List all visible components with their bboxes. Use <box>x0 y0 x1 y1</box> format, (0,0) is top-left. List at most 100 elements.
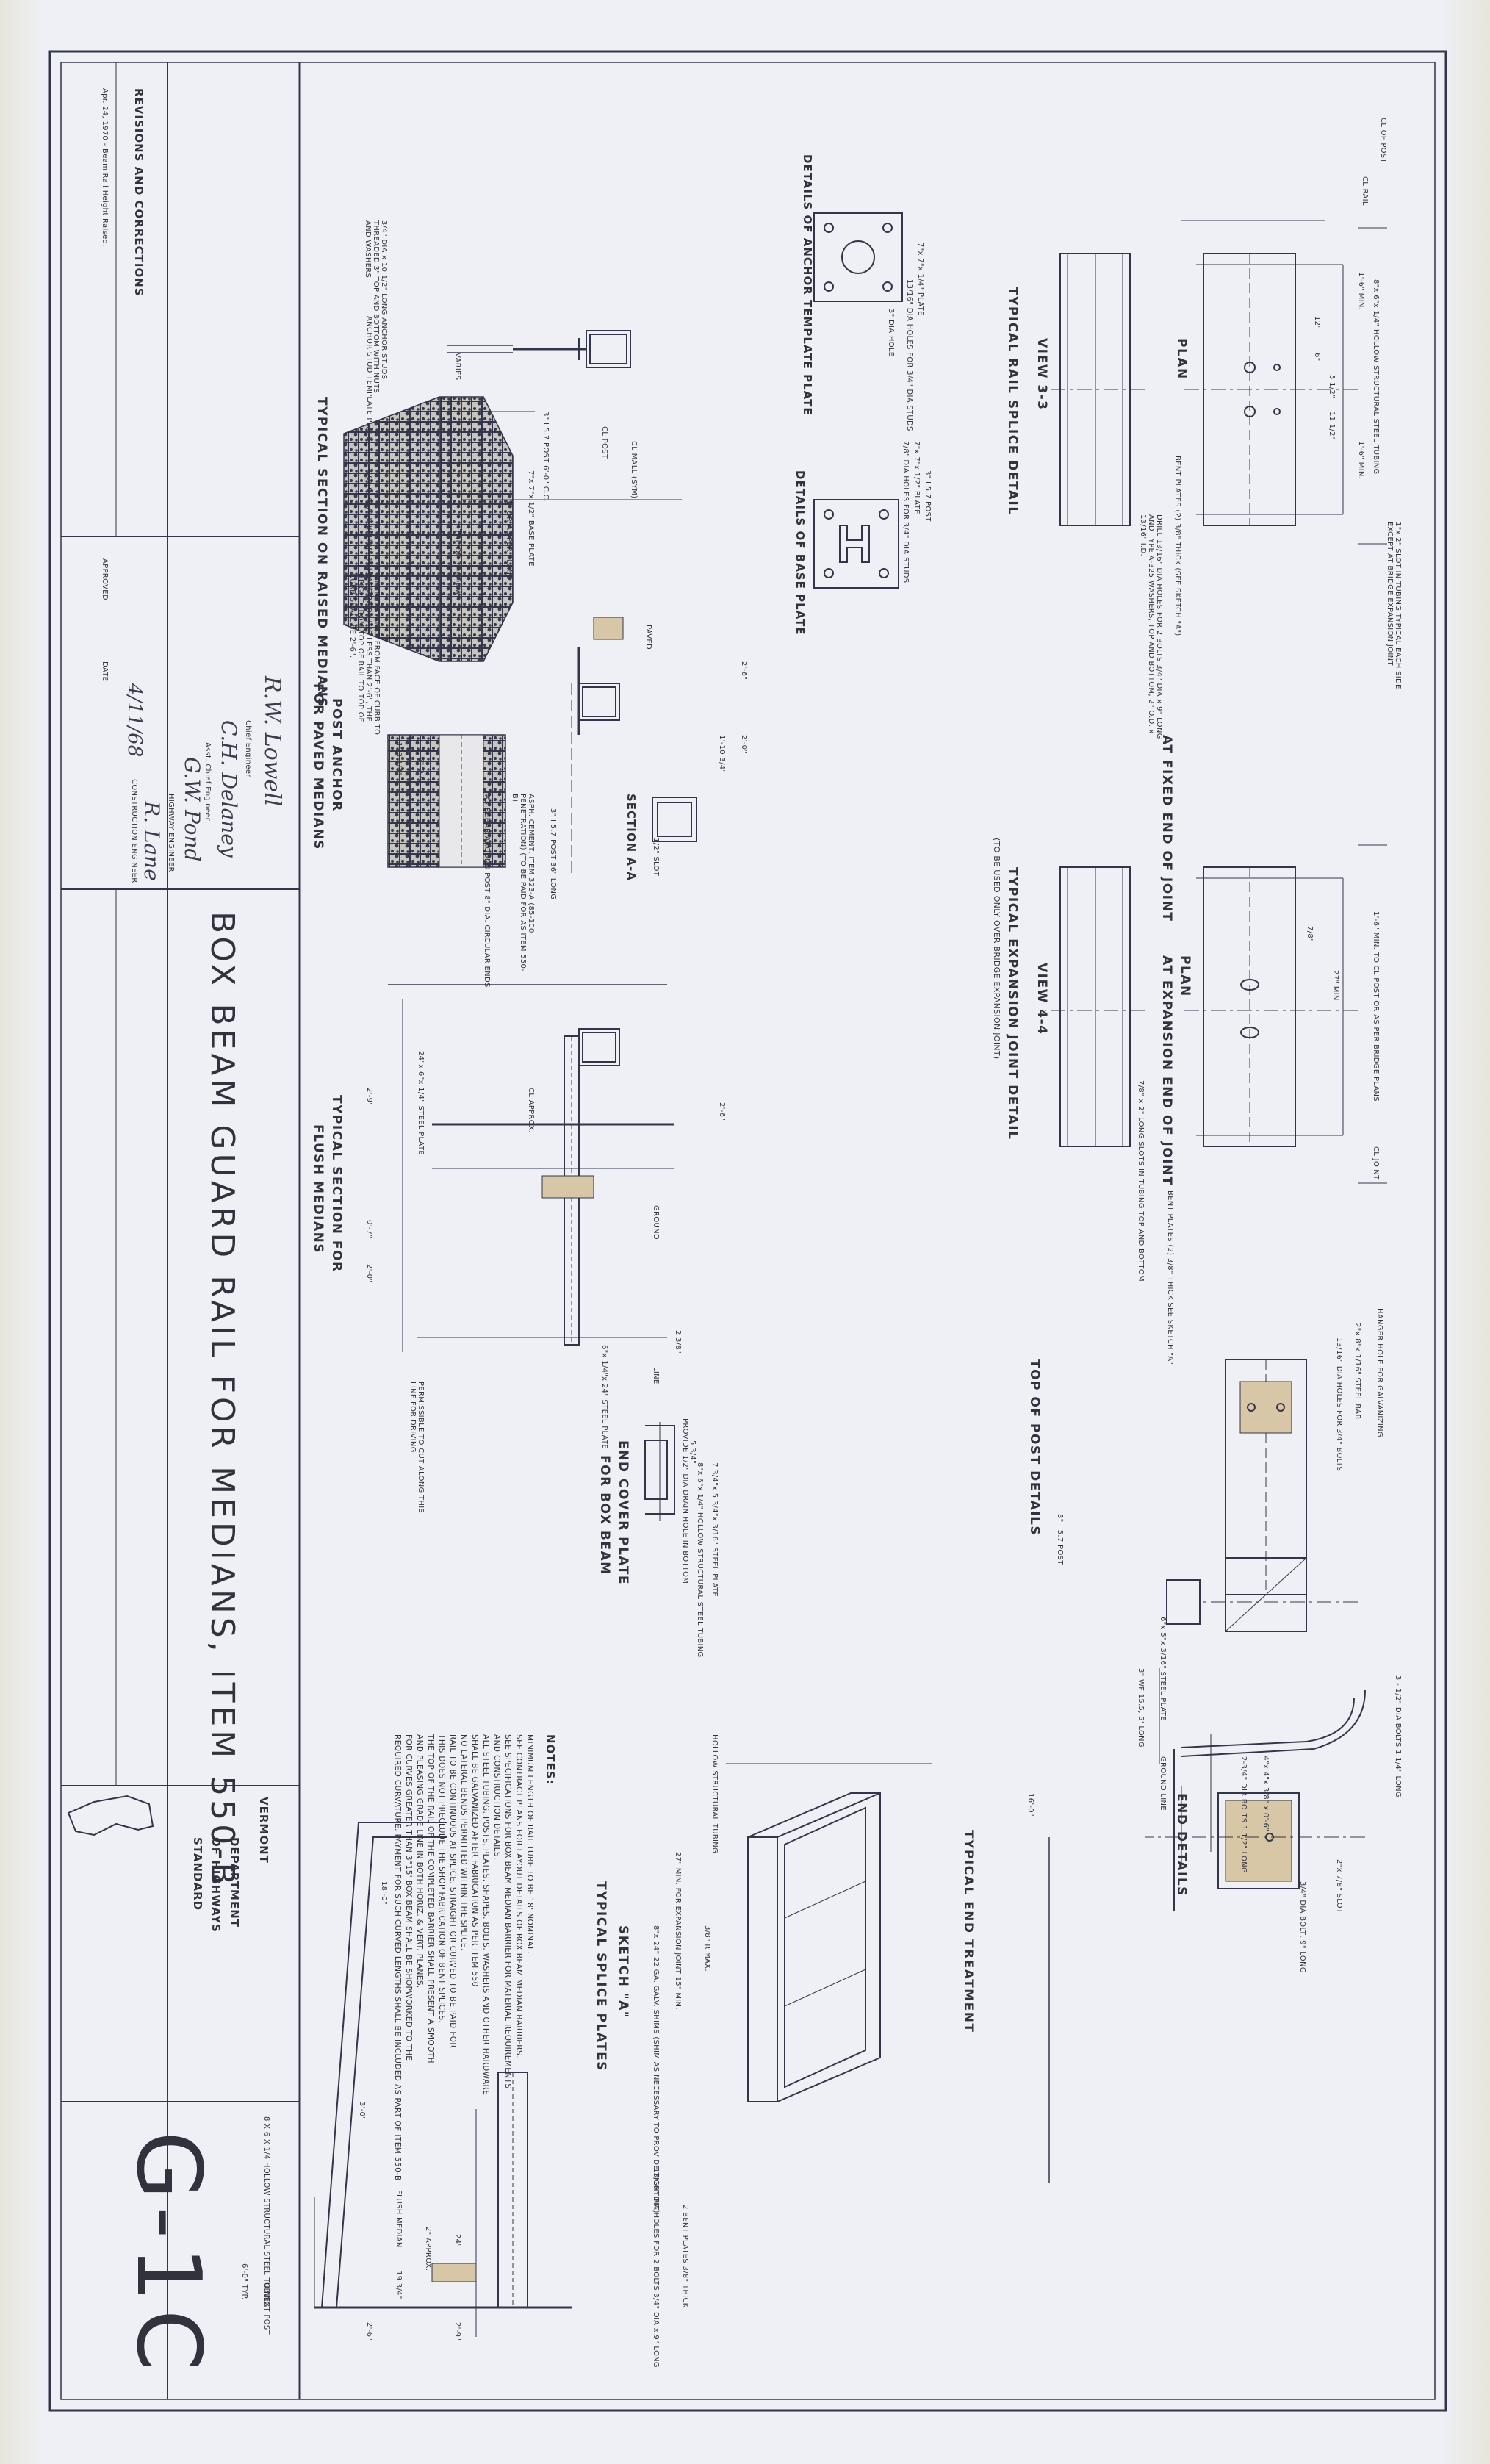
cl-approx-callout: CL APPROX. <box>527 1088 535 1133</box>
ground-callout: GROUND <box>652 1205 660 1240</box>
dim-2-9b: 2'-9" <box>453 2322 461 2341</box>
splice-max-callout: 3/8" R MAX. <box>703 1925 711 1972</box>
wf-post-callout: 3" WF 15.5, 5' LONG <box>1137 1668 1145 1748</box>
min-to-post-callout: 1'-6" MIN. TO CL POST OR AS PER BRIDGE P… <box>1372 911 1380 1102</box>
dim-2-0b: 2'-0" <box>365 1264 373 1283</box>
dim-2-6: 2'-6" <box>740 661 748 680</box>
revision-entry: Apr. 24, 1970 - Beam Rail Height Raised. <box>101 88 109 247</box>
post-57-callout: 3" I 5.7 POST <box>1056 1514 1064 1565</box>
dim-2-0: 2'-0" <box>740 735 748 754</box>
star-note: WHEN DISTANCE FROM FACE OF CURB TO FACE … <box>348 573 381 736</box>
splice-27-callout: 27" MIN. FOR EXPANSION JOINT 15" MIN. <box>674 1852 682 2010</box>
next-post-callout: TO NEXT POST <box>262 2278 270 2335</box>
bent-plates-callout: BENT PLATES (2) 3/8" THICK (SEE SKETCH "… <box>1173 456 1181 636</box>
hanger-hole-callout: HANGER HOLE FOR GALVANIZING <box>1375 1308 1383 1437</box>
plan-fixed-title: PLAN <box>1174 338 1189 380</box>
section-a-a <box>652 797 697 842</box>
note-line: SEE SPECIFICATIONS FOR BOX BEAM MEDIAN B… <box>503 1734 512 2089</box>
base-plate-callout: 7"x 7"x 1/2" BASE PLATE <box>527 470 535 567</box>
dim-1-6-min-b: 1'-6" MIN. <box>1357 441 1365 480</box>
template-plate-label: 7"x 7"x 1/4" PLATE <box>916 243 924 316</box>
splice-hollow-callout: HOLLOW STRUCTURAL TUBING <box>710 1734 719 1854</box>
dim-2-6c: 2'-6" <box>365 2322 373 2341</box>
end-cover-title-2: FOR BOX BEAM <box>597 1455 612 1576</box>
date-label: DATE <box>101 661 109 682</box>
view-4-4-title: VIEW 4-4 <box>1034 963 1049 1035</box>
varies-callout: VARIES <box>453 353 461 381</box>
dim-1-10-3-4: 1'-10 3/4" <box>718 735 726 774</box>
dim-2-6b: 2'-6" <box>718 1102 726 1121</box>
dim-7-8: 7/8" <box>1306 926 1314 942</box>
notes-block: NOTES: MINIMUM LENGTH OF RAIL TUBE TO BE… <box>392 1734 557 2249</box>
splice-plates-title: TYPICAL SPLICE PLATES <box>594 1881 608 2072</box>
note-line: AND CONSTRUCTION DETAILS. <box>492 1734 501 1860</box>
view-3-3 <box>1045 253 1145 526</box>
construction-engineer-label: CONSTRUCTION ENGINEER <box>130 779 138 883</box>
end-cover-plate-callout: 7 3/4"x 5 3/4"x 3/16" STEEL PLATE <box>710 1462 719 1597</box>
notes-heading: NOTES: <box>544 1734 557 1785</box>
end-details-title: END DETAILS <box>1174 1793 1189 1897</box>
plan-expansion-title: PLAN <box>1178 955 1192 997</box>
dim-1-3-1-4: 1'-3 1/4" <box>395 742 403 776</box>
expansion-subtitle: (TO BE USED ONLY OVER BRIDGE EXPANSION J… <box>992 838 1001 1060</box>
end-cover-title-1: END COVER PLATE <box>616 1440 630 1585</box>
dim-6: 6" <box>1313 353 1321 362</box>
base-plate-title: DETAILS OF BASE PLATE <box>793 470 807 636</box>
cl-joint-callout: CL JOINT <box>1372 1146 1380 1180</box>
sketch-a-title: SKETCH "A" <box>616 1925 630 2019</box>
post-36-callout: 3" I 5.7 POST 36" LONG <box>549 808 557 900</box>
signature-chief-engineer: R.W. Lowell <box>259 676 285 807</box>
agency-highways: OF HIGHWAYS <box>209 1837 223 1933</box>
note-line: REQUIRED CURVATURE. PAYMENT FOR SUCH CUR… <box>393 1734 402 2181</box>
note-line: FOR CURVES GREATER THAN 3°15' BOX BEAM S… <box>404 1734 413 2061</box>
bolts-slot-callout: 3 - 1/2" DIA BOLTS 1 1/4" LONG <box>1394 1675 1402 1797</box>
bolt-3-4-callout: 3/4" DIA BOLT, 9" LONG <box>1298 1881 1306 1973</box>
template-holes-label: 13/16" DIA HOLES FOR 3/4" DIA STUDS <box>905 279 913 431</box>
inner-border <box>60 62 1436 2400</box>
plan-fixed-joint <box>1181 220 1358 526</box>
steel-plate-24-callout: 24"x 6"x 1/4" STEEL PLATE <box>417 1051 425 1156</box>
signature-highway-engineer: G.W. Pond <box>180 757 204 862</box>
slot-7-8-callout: 2"x 7/8" SLOT <box>1335 1859 1343 1914</box>
cl-rail-callout: CL RAIL <box>1361 176 1369 206</box>
dim-2-3-8: 2 3/8" <box>674 1330 682 1354</box>
flush-plate-callout: 6"x 1/4"x 24" STEEL PLATE <box>600 1345 608 1450</box>
bent-plates-2-callout: BENT PLATES (2) 3/8" THICK SEE SKETCH "A… <box>1166 1190 1174 1365</box>
flush-medians-title-2: FLUSH MEDIANS <box>311 1124 325 1254</box>
slot-callout: 1"x 2" SLOT IN TUBING TYPICAL EACH SIDE … <box>1386 522 1402 689</box>
cl-mall-callout: CL MALL (SYM) <box>630 441 638 499</box>
sheet-number: G-1C <box>117 2131 219 2379</box>
flush-medians-title-1: TYPICAL SECTION FOR <box>329 1095 344 1273</box>
outer-border <box>48 50 1447 2412</box>
drawing-title: BOX BEAM GUARD RAIL FOR MEDIANS, ITEM 55… <box>204 911 241 1889</box>
asst-chief-label: Asst. Chief Engineer <box>204 742 212 822</box>
cl-of-post-callout: CL OF POST <box>1379 118 1387 163</box>
note-line: SEE CONTRACT PLANS FOR LAYOUT DETAILS OF… <box>514 1734 523 2058</box>
plan-expansion-joint <box>1181 866 1358 1147</box>
expansion-title: TYPICAL EXPANSION JOINT DETAIL <box>1005 867 1020 1141</box>
template-plate-callout: ANCHOR STUD TEMPLATE PLATE <box>365 316 373 442</box>
note-line: THE TOP OF THE RAIL OF THE COMPLETED BAR… <box>426 1734 435 2063</box>
signature-asst-chief: C.H. Delaney <box>217 720 241 858</box>
ground-line-callout: GROUND LINE <box>1159 1756 1167 1811</box>
cl-post-callout: CL POST <box>600 426 608 459</box>
note-line: AND PLEASING GRADE LINE IN BOTH HORIZ. &… <box>415 1734 424 1989</box>
view-4-4 <box>1045 866 1145 1147</box>
slot-half-callout: 1/2" SLOT <box>652 838 660 877</box>
anchor-template-plate <box>813 212 903 302</box>
tubing-end-callout: 8"x 6"x 1/4" HOLLOW STRUCTURAL STEEL TUB… <box>696 1462 704 1658</box>
angle-callout: L 4"x 4"x 3/8" x 0'-6" <box>1262 1749 1270 1832</box>
bolt-holes-callout: 13/16" DIA HOLES FOR 3/4" BOLTS <box>1335 1337 1343 1472</box>
top-plate-callout: 6"x 5"x 3/16" STEEL PLATE <box>1159 1617 1167 1722</box>
slots-tubing-callout: 7/8" x 2" LONG SLOTS IN TUBING TOP AND B… <box>1137 1080 1145 1282</box>
dim-12: 12" <box>1313 316 1321 330</box>
vermont-outline <box>67 1795 154 1836</box>
anchor-template-title: DETAILS OF ANCHOR TEMPLATE PLATE <box>801 154 814 416</box>
approved-label: APPROVED <box>101 558 109 600</box>
base-holes-label: 7/8" DIA HOLES FOR 3/4" DIA STUDS <box>901 441 910 583</box>
note-line: THIS DOES NOT PRECLUDE THE SHOP FABRICAT… <box>437 1734 446 2024</box>
centerline-markers <box>1358 227 1387 1184</box>
